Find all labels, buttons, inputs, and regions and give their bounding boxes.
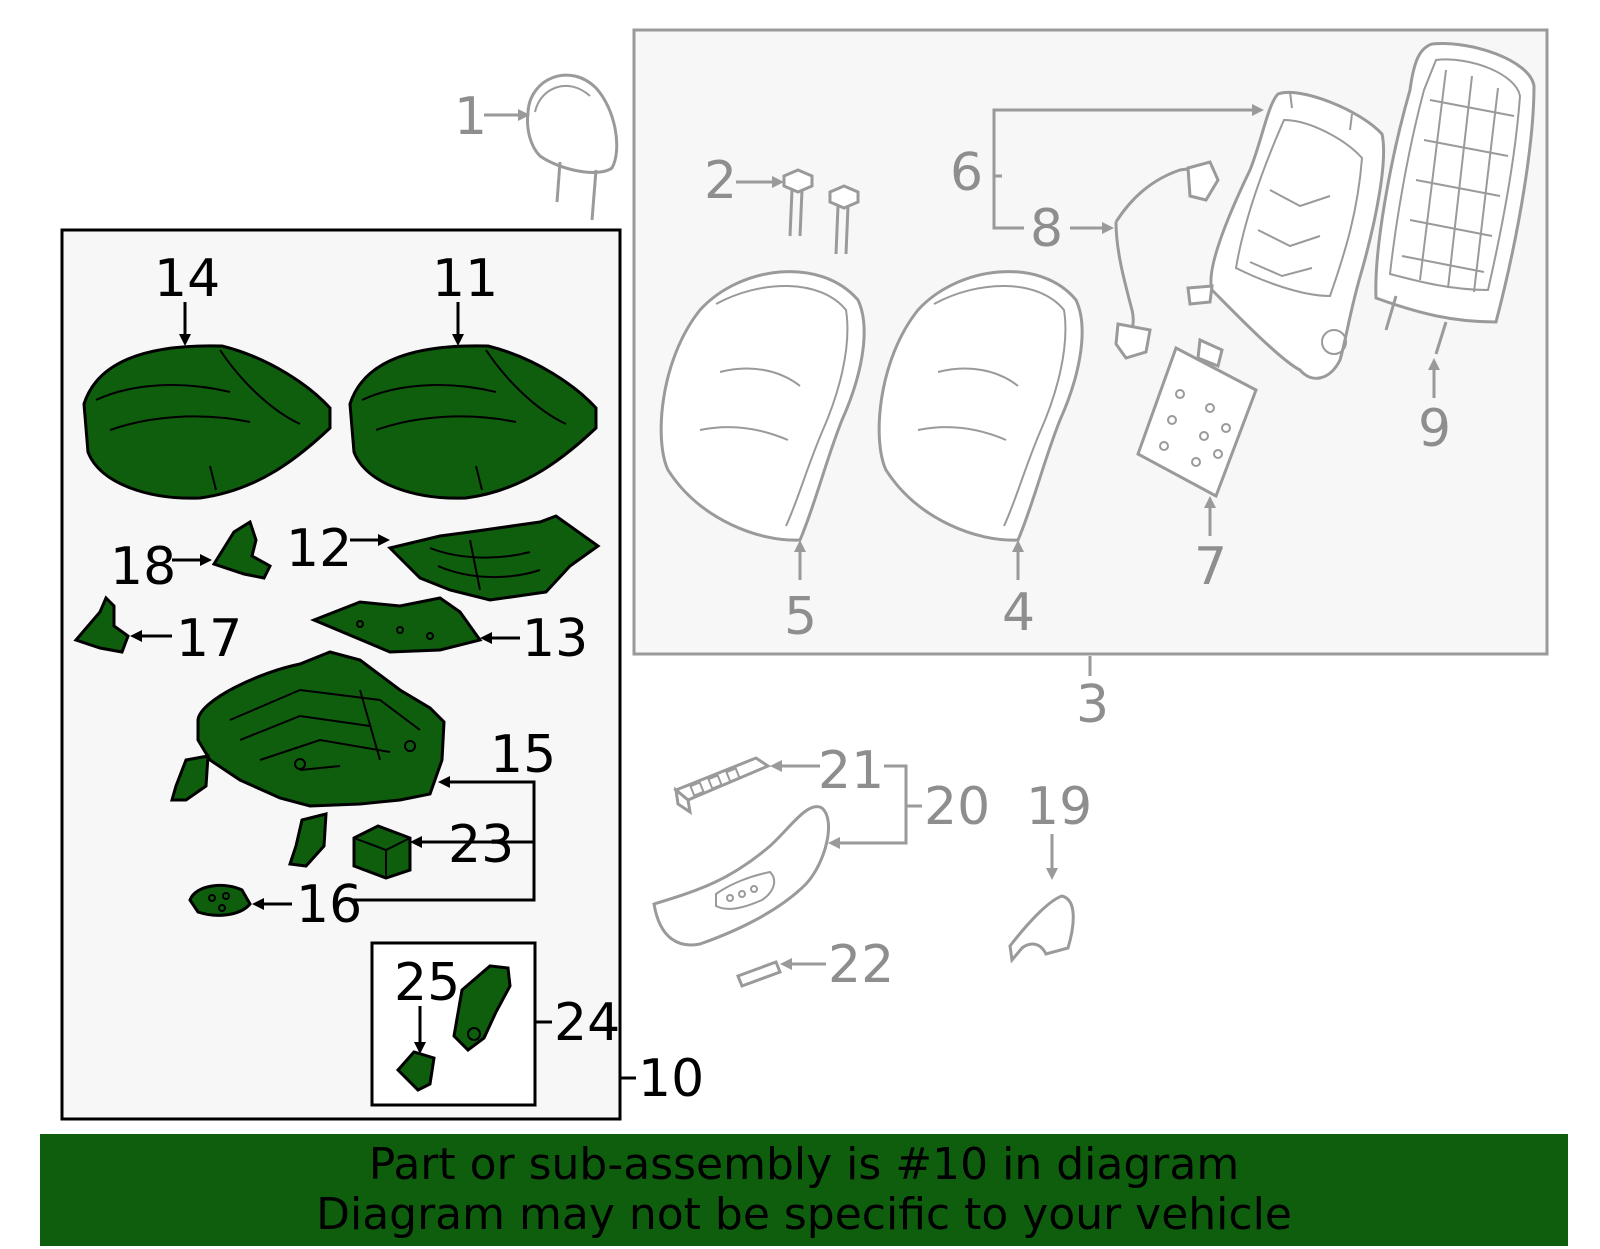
bracket-17[interactable] (73, 595, 130, 654)
seat-frame-15[interactable] (170, 650, 446, 868)
bracket-18[interactable] (211, 519, 272, 580)
callout-9[interactable]: 9 (1418, 399, 1451, 459)
callout-25[interactable]: 25 (394, 953, 460, 1013)
callout-19[interactable]: 19 (1026, 777, 1092, 837)
callout-labels: 1 2 6 8 9 7 5 4 3 21 20 19 22 14 11 12 1… (110, 87, 1451, 1109)
callout-24[interactable]: 24 (554, 993, 620, 1053)
headrest-guides[interactable] (782, 168, 860, 255)
callout-15[interactable]: 15 (490, 725, 556, 785)
banner-line-2: Diagram may not be specific to your vehi… (316, 1189, 1292, 1240)
cushion-pad-13[interactable] (310, 596, 483, 654)
callout-2[interactable]: 2 (704, 151, 737, 211)
callout-22[interactable]: 22 (828, 935, 894, 995)
callout-13[interactable]: 13 (522, 609, 588, 669)
callout-7[interactable]: 7 (1194, 537, 1227, 597)
seat-back-frame[interactable] (1186, 91, 1386, 380)
motor-23[interactable] (352, 824, 412, 880)
black-leaders (130, 302, 636, 1080)
banner-line-1: Part or sub-assembly is #10 in diagram (368, 1139, 1240, 1190)
callout-4[interactable]: 4 (1002, 583, 1035, 643)
callout-14[interactable]: 14 (154, 249, 220, 309)
callout-6[interactable]: 6 (950, 143, 983, 203)
bracket-24[interactable] (452, 964, 512, 1052)
side-cover-clip[interactable] (736, 960, 782, 988)
wiring-harness[interactable] (1114, 160, 1220, 360)
callout-18[interactable]: 18 (110, 537, 176, 597)
cover-25[interactable] (395, 1050, 436, 1092)
callout-12[interactable]: 12 (286, 519, 352, 579)
cushion-cover-11[interactable] (348, 344, 598, 500)
callout-23[interactable]: 23 (448, 815, 514, 875)
cushion-pad-12[interactable] (387, 514, 601, 602)
callout-11[interactable]: 11 (432, 249, 498, 309)
callout-8[interactable]: 8 (1030, 199, 1063, 259)
callout-5[interactable]: 5 (784, 587, 817, 647)
info-banner: Part or sub-assembly is #10 in diagram D… (40, 1134, 1568, 1246)
callout-10[interactable]: 10 (638, 1049, 704, 1109)
headrest[interactable] (526, 73, 619, 221)
seat-side-shield[interactable] (652, 805, 830, 947)
cushion-cover-14[interactable] (82, 344, 332, 500)
seat-back-panel[interactable] (1374, 41, 1536, 355)
callout-17[interactable]: 17 (176, 609, 242, 669)
callout-20[interactable]: 20 (924, 777, 990, 837)
callout-21[interactable]: 21 (818, 741, 884, 801)
lumbar-panel[interactable] (1136, 337, 1258, 499)
seat-back-cover-4[interactable] (877, 270, 1084, 542)
callout-3[interactable]: 3 (1076, 675, 1109, 735)
callout-1[interactable]: 1 (454, 87, 487, 147)
grey-leaders (484, 104, 1440, 970)
seat-back-cover-5[interactable] (659, 270, 866, 542)
knob-16[interactable] (188, 883, 252, 917)
side-bracket[interactable] (1008, 894, 1075, 964)
power-seat-switch[interactable] (673, 756, 772, 816)
callout-16[interactable]: 16 (296, 875, 362, 935)
